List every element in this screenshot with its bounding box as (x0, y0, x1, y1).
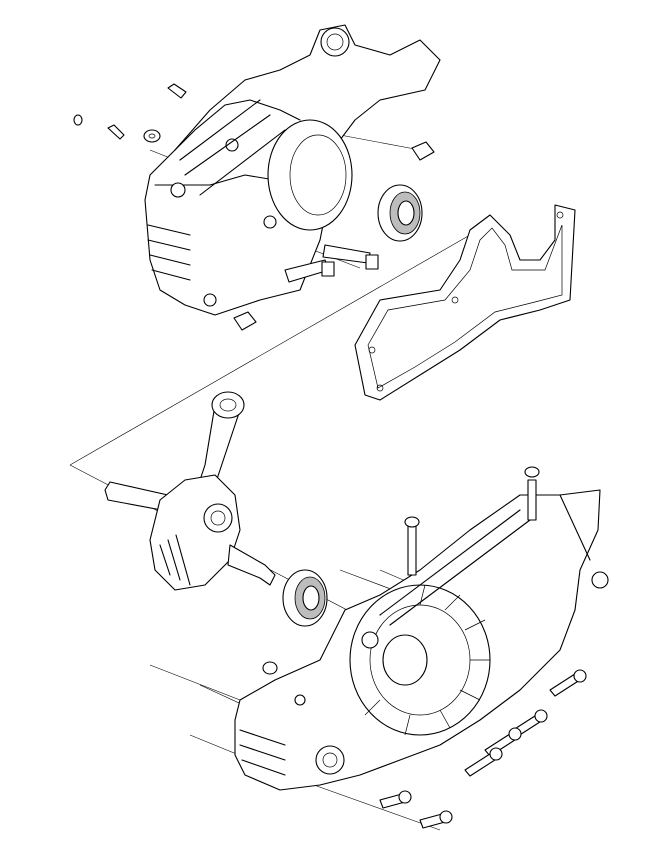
crankshaft-assembly (104, 391, 276, 591)
upper-ball-bearing (377, 184, 423, 242)
lower-hardware (379, 466, 587, 829)
sleeve-lower-left (233, 311, 257, 331)
upper-crankcase-half (144, 24, 441, 316)
pin-1-head (321, 261, 335, 277)
screw-small (107, 124, 125, 140)
washer-large (143, 129, 161, 143)
screw-5 (379, 790, 412, 809)
screw-4 (464, 747, 503, 777)
stud-right (524, 466, 540, 521)
crank-shaft-right (227, 544, 276, 586)
sleeve-upper-right (411, 141, 435, 161)
crankcase-gasket (354, 204, 576, 401)
upper-hardware (73, 83, 435, 331)
crank-web (149, 474, 241, 591)
washer-lower (262, 661, 278, 675)
stud (167, 83, 187, 99)
stud-left (404, 516, 420, 576)
lower-ball-bearing (282, 569, 328, 627)
screw-1 (549, 669, 587, 697)
screw-6 (419, 810, 453, 829)
pin-2 (322, 244, 371, 264)
pin-2-head (365, 254, 379, 270)
washer (73, 114, 83, 126)
lower-crankcase-half (234, 489, 609, 791)
